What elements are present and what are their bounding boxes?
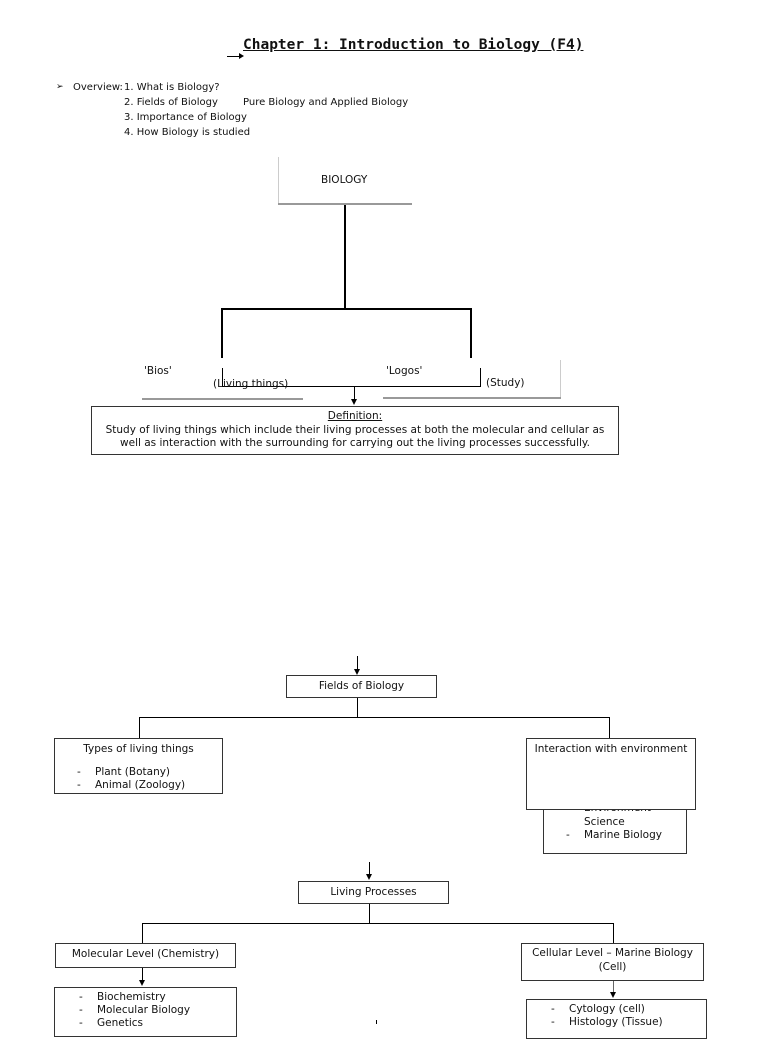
overview-bullet: ➢ (56, 82, 64, 92)
cellular-arrow-head (610, 992, 616, 998)
processes-branch-left (142, 923, 143, 943)
types-title: Types of living things (83, 743, 194, 755)
processes-branch (142, 923, 614, 924)
molecular-arrow-head (139, 980, 145, 986)
definition-heading: Definition: (327, 410, 383, 422)
fields-root-label: Fields of Biology (318, 680, 405, 692)
list-item: -Marine Biology (566, 829, 662, 841)
connector-bottom (222, 386, 481, 387)
processes-arrow-stem (369, 862, 370, 875)
biology-branch (221, 308, 472, 310)
processes-branch-right (613, 923, 614, 943)
fields-arrow-stem (357, 656, 358, 670)
bios-underline (142, 398, 303, 400)
title-arrow-line (227, 56, 241, 57)
bios-meaning: (Living things) (213, 378, 289, 390)
overview-item-2: 2. Fields of Biology (124, 97, 218, 108)
biology-root-label: BIOLOGY (321, 174, 368, 186)
molecular-level-box: Molecular Level (Chemistry) (55, 943, 236, 968)
connector-stem (354, 387, 355, 399)
fields-root-box: Fields of Biology (286, 675, 437, 698)
logos-underline (383, 397, 561, 399)
biology-stem (344, 205, 346, 309)
logos-word: 'Logos' (386, 365, 423, 377)
living-processes-box: Living Processes (298, 881, 449, 904)
cellular-level-box: Cellular Level – Marine Biology (Cell) (521, 943, 704, 981)
overview-item-3: 3. Importance of Biology (124, 112, 247, 123)
biology-box-left-edge (278, 157, 279, 204)
fields-stem (357, 698, 358, 717)
cellular-level-label: Cellular Level – Marine Biology (Cell) (532, 947, 693, 973)
living-processes-label: Living Processes (330, 886, 417, 898)
logos-box-right-edge (560, 360, 561, 398)
title-arrow-head (239, 53, 244, 59)
cellular-arrow-stem (613, 981, 614, 993)
stray-tick-mark (376, 1020, 377, 1024)
biology-branch-left (221, 308, 223, 358)
connector-left-tick (222, 368, 223, 387)
overview-fields-note: Pure Biology and Applied Biology (243, 97, 409, 108)
overview-label: Overview: (73, 82, 123, 93)
definition-box: Definition: Study of living things which… (91, 406, 619, 455)
definition-text: Study of living things which include the… (105, 423, 605, 450)
list-item: -Plant (Botany) (77, 766, 171, 778)
processes-arrow-head (366, 874, 372, 880)
fields-arrow-head (354, 669, 360, 675)
connector-arrow-head (351, 399, 357, 405)
list-item: -Histology (Tissue) (551, 1016, 663, 1028)
molecular-list-box: -Biochemistry -Molecular Biology -Geneti… (54, 987, 237, 1037)
molecular-arrow-stem (142, 968, 143, 981)
biology-branch-right (470, 308, 472, 358)
biology-box-underline (278, 203, 412, 205)
processes-stem (369, 904, 370, 923)
overview-item-4: 4. How Biology is studied (124, 127, 251, 138)
interaction-with-environment-box: Interaction with environment (526, 738, 696, 810)
fields-branch-right (609, 717, 610, 738)
logos-meaning: (Study) (486, 377, 525, 389)
interaction-title: Interaction with environment (534, 743, 688, 755)
page-title: Chapter 1: Introduction to Biology (F4) (243, 37, 584, 53)
fields-branch-left (139, 717, 140, 738)
molecular-level-label: Molecular Level (Chemistry) (71, 948, 220, 960)
list-item: -Molecular Biology (79, 1004, 191, 1016)
cellular-list-box: -Cytology (cell) -Histology (Tissue) (526, 999, 707, 1039)
overview-item-1: 1. What is Biology? (124, 82, 220, 93)
list-item: -Animal (Zoology) (77, 779, 186, 791)
fields-branch (139, 717, 610, 718)
bios-word: 'Bios' (144, 365, 172, 377)
list-item: -Cytology (cell) (551, 1003, 645, 1015)
list-item: -Biochemistry (79, 991, 166, 1003)
connector-right-tick (480, 368, 481, 387)
types-of-living-things-box: Types of living things -Plant (Botany) -… (54, 738, 223, 794)
